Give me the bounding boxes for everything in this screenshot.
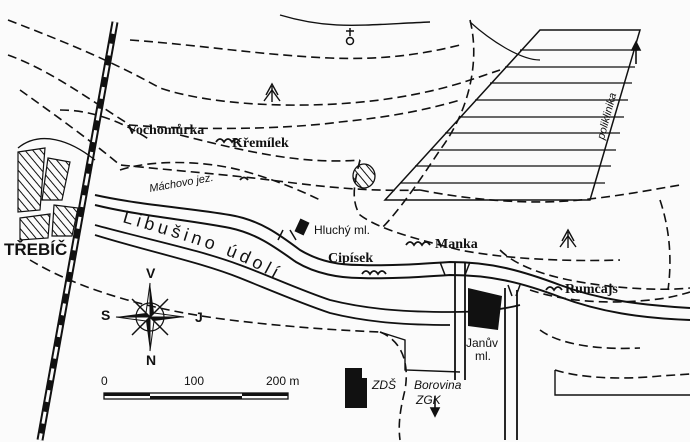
scale-bar (103, 392, 289, 400)
compass-rose (115, 282, 185, 352)
label-borovina: Borovina (414, 378, 462, 392)
label-rumcajs: Rumcajs (565, 282, 618, 297)
scale-tick-200: 200 m (266, 374, 299, 388)
path (29, 259, 381, 333)
bridge-icon (277, 229, 297, 241)
boundary (554, 370, 690, 396)
label-janu: Janův (466, 336, 498, 350)
label-zgk: ZGK (415, 393, 442, 407)
path (7, 54, 461, 130)
building-zds (345, 368, 367, 408)
label-trebic: TŘEBÍČ (4, 240, 67, 259)
label-machovo: Máchovo jez. (148, 172, 214, 195)
rock-icon (361, 270, 387, 276)
river (94, 194, 690, 321)
label-vochomurka: Vochomůrka (127, 123, 204, 138)
bridge-icon (439, 261, 471, 276)
compass-south-label: S (101, 307, 110, 323)
path (179, 134, 361, 162)
rock-icon (545, 286, 563, 292)
path (19, 89, 421, 192)
path (129, 39, 461, 60)
compass-west-label: J (195, 309, 203, 325)
rock-icon (215, 138, 241, 144)
label-hluchy: Hluchý ml. (314, 223, 370, 237)
cross-icon (345, 28, 355, 46)
arrow-down-icon (429, 407, 441, 418)
scale-tick-100: 100 (184, 374, 204, 388)
compass-north-label: N (146, 352, 156, 368)
boundary (379, 331, 461, 373)
label-janu-ml: ml. (475, 349, 491, 363)
pond (352, 163, 376, 189)
path (379, 331, 407, 441)
arrows (429, 40, 642, 418)
path (554, 369, 690, 379)
building-janu (468, 288, 502, 330)
railway (36, 21, 119, 441)
compass-east-label: V (146, 265, 156, 281)
label-manka: Manka (435, 237, 478, 252)
bridge-marks (277, 229, 521, 297)
tree-icon (263, 82, 281, 102)
scale-tick-0: 0 (101, 374, 108, 388)
rock-glyphs (215, 138, 563, 292)
tree-icon (559, 228, 577, 248)
rock-icon (405, 241, 431, 247)
arrow-up-icon (630, 40, 642, 51)
boundary (279, 14, 431, 26)
town-blocks (17, 137, 96, 241)
path (59, 109, 151, 141)
bridge-icon (507, 284, 521, 297)
label-cipisek: Cipísek (328, 251, 373, 266)
field-strip (383, 21, 642, 201)
path (7, 19, 501, 106)
label-kremilek: Křemílek (232, 136, 289, 151)
rock-icon (239, 176, 249, 181)
boundaries (279, 14, 690, 396)
road (94, 224, 521, 326)
path (539, 329, 641, 350)
path (119, 161, 321, 201)
building-hluchy (294, 218, 310, 236)
road-south (454, 262, 518, 440)
path (659, 199, 671, 291)
path (353, 159, 621, 262)
label-zds: ZDŠ (371, 377, 396, 392)
